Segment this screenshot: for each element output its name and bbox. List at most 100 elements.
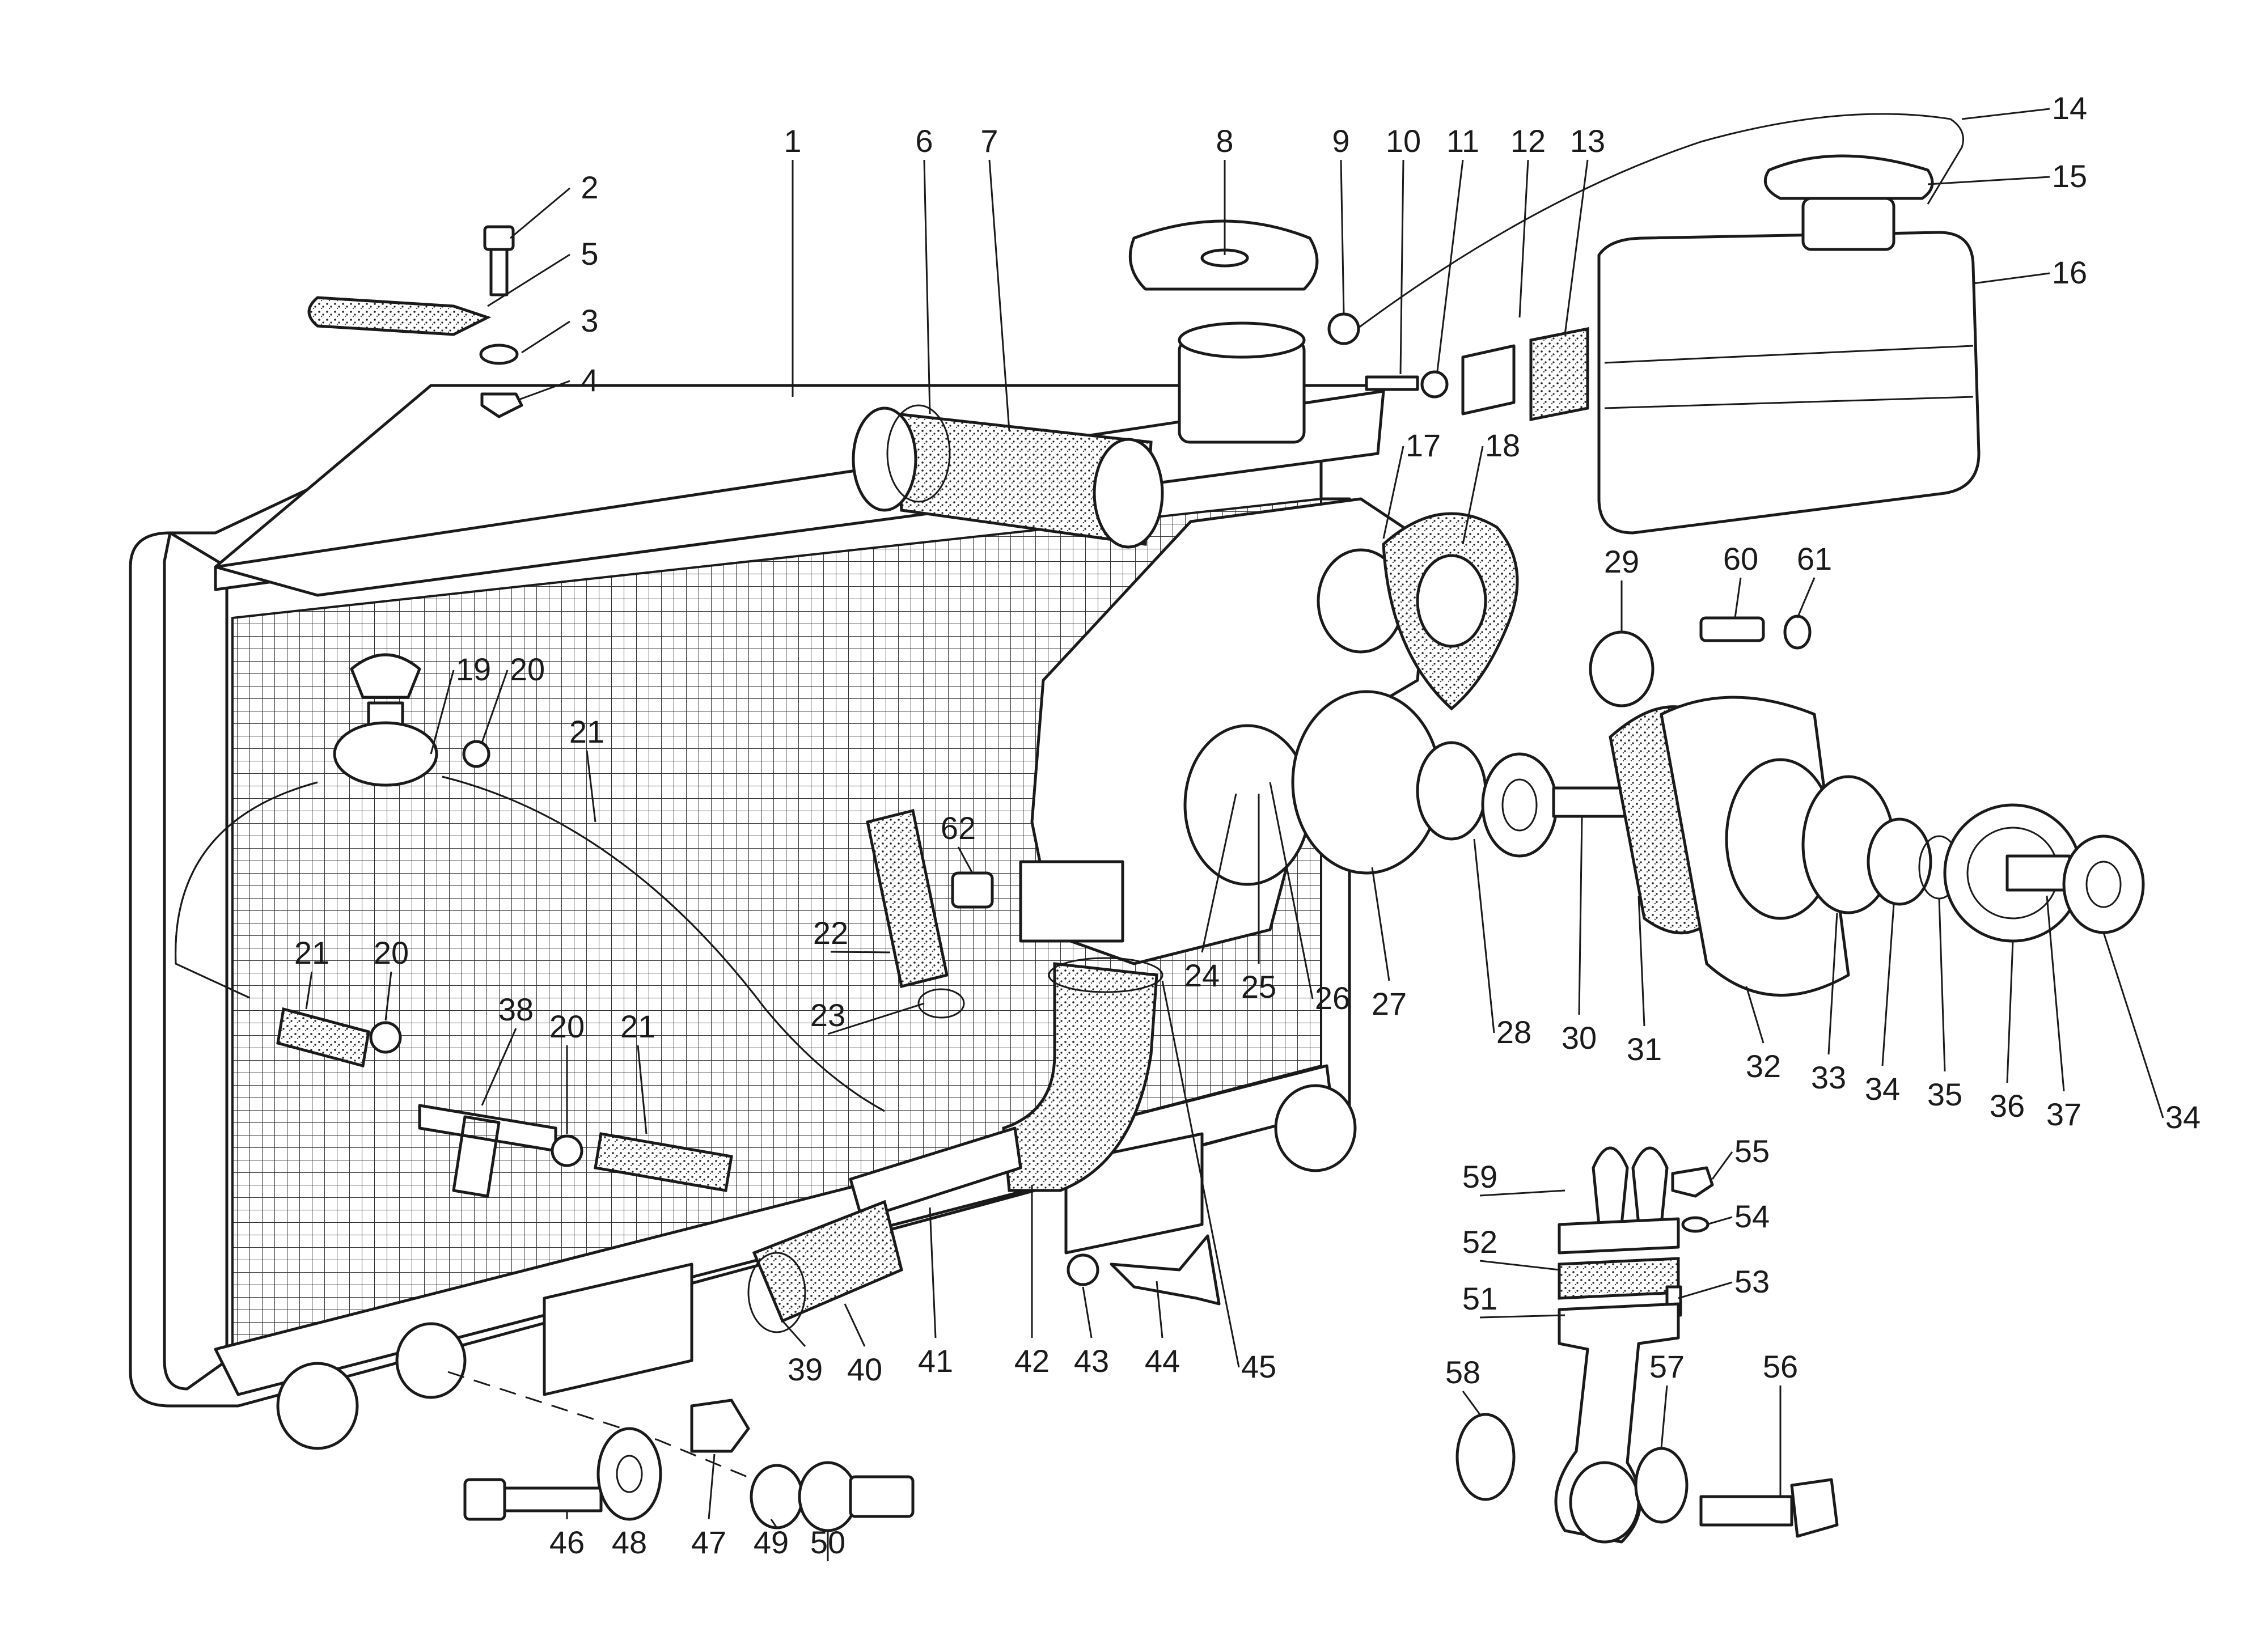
- callout-number: 33: [1811, 1060, 1846, 1095]
- callout-number: 49: [754, 1524, 789, 1560]
- callout-58: 58: [1445, 1354, 1481, 1415]
- clip-20-c: [462, 740, 490, 768]
- callout-number: 19: [456, 651, 491, 687]
- callout-number: 42: [1014, 1343, 1050, 1379]
- bearing-34-inner: [1867, 817, 1932, 906]
- callout-45: 45: [1161, 980, 1276, 1384]
- callout-number: 20: [510, 651, 545, 687]
- clip-20-b: [551, 1134, 583, 1167]
- bearing-28: [1416, 741, 1558, 858]
- callout-24: 24: [1184, 793, 1237, 993]
- callout-number: 22: [813, 915, 848, 951]
- callout-number: 44: [1145, 1343, 1180, 1379]
- leader-line-13: [1564, 159, 1589, 335]
- radiator-side-plate: [163, 531, 229, 1391]
- callout-50: 50: [810, 1524, 845, 1561]
- leader-line-20: [384, 971, 392, 1021]
- callout-number: 10: [1386, 123, 1421, 159]
- callout-18: 18: [1462, 427, 1520, 545]
- callout-number: 11: [1446, 123, 1479, 159]
- callout-20: 20: [549, 1009, 585, 1134]
- callout-number: 60: [1723, 541, 1758, 577]
- drain-tap-44: [1110, 1234, 1221, 1306]
- callout-25: 25: [1241, 794, 1276, 1005]
- callout-20: 20: [374, 935, 409, 1021]
- callout-34: 34: [2102, 932, 2201, 1135]
- callout-number: 41: [918, 1343, 953, 1379]
- callout-number: 45: [1241, 1349, 1276, 1384]
- strap-5: [307, 296, 492, 336]
- callout-number: 36: [1990, 1088, 2025, 1124]
- callout-61: 61: [1796, 541, 1832, 618]
- callout-36: 36: [1990, 940, 2025, 1124]
- callout-51: 51: [1462, 1281, 1565, 1319]
- switch-50: [798, 1461, 915, 1532]
- leader-line-10: [1399, 159, 1404, 375]
- callout-21: 21: [569, 714, 604, 823]
- leader-line-21: [305, 971, 313, 1010]
- drain-plug-left: [276, 1362, 359, 1450]
- washer-11: [1420, 370, 1449, 399]
- gasket-52: [1558, 1257, 1680, 1300]
- callout-number: 21: [569, 714, 604, 749]
- bearing-34-outer: [2062, 834, 2145, 934]
- outlet-elbow-51: [1554, 1302, 1680, 1544]
- callout-number: 51: [1462, 1281, 1497, 1316]
- leader-line-14: [1961, 108, 2050, 120]
- leader-line-33: [1827, 912, 1838, 1055]
- leader-line-49: [770, 1519, 778, 1528]
- callout-3: 3: [521, 303, 599, 354]
- leader-line-27: [1371, 867, 1390, 981]
- callout-number: 59: [1462, 1159, 1497, 1194]
- callout-21: 21: [620, 1009, 655, 1134]
- callout-10: 10: [1386, 123, 1421, 375]
- callout-39: 39: [781, 1320, 823, 1387]
- callout-7: 7: [980, 123, 1010, 431]
- callout-48: 48: [612, 1524, 647, 1560]
- bolt-2: [483, 225, 515, 296]
- callout-8: 8: [1216, 123, 1234, 255]
- clip-9: [1327, 312, 1360, 345]
- drain-plug-right: [1274, 1084, 1357, 1172]
- callout-53: 53: [1678, 1264, 1770, 1299]
- callout-number: 35: [1927, 1077, 1962, 1112]
- leader-line-21: [586, 750, 596, 823]
- leader-line-55: [1711, 1151, 1733, 1180]
- callout-57: 57: [1649, 1349, 1685, 1449]
- leader-line-18: [1462, 446, 1484, 545]
- callout-number: 58: [1445, 1354, 1480, 1390]
- banjo-bolt-56: [1699, 1478, 1839, 1538]
- callout-number: 20: [549, 1009, 585, 1044]
- flange-59: [1558, 1217, 1680, 1255]
- leader-line-9: [1340, 159, 1345, 315]
- leader-line-4: [518, 380, 570, 401]
- callout-29: 29: [1604, 544, 1639, 632]
- pad-13: [1529, 327, 1589, 422]
- shaft-30: [1552, 786, 1629, 818]
- callout-27: 27: [1371, 867, 1407, 1022]
- callout-number: 30: [1562, 1020, 1597, 1056]
- callout-60: 60: [1723, 541, 1758, 618]
- callout-number: 2: [581, 170, 598, 205]
- bracket-12: [1461, 344, 1516, 416]
- clamp-45: [1048, 957, 1163, 993]
- pipe-41: [849, 1126, 1022, 1221]
- callout-49: 49: [754, 1519, 789, 1560]
- clamp-6: [886, 404, 951, 503]
- leader-line-32: [1745, 986, 1765, 1044]
- callout-19: 19: [430, 651, 491, 755]
- callout-13: 13: [1564, 123, 1605, 335]
- callout-28: 28: [1473, 838, 1531, 1050]
- callout-number: 23: [810, 997, 845, 1033]
- tank-cap-15: [1763, 154, 1934, 251]
- leader-line-11: [1436, 159, 1464, 372]
- callout-30: 30: [1562, 816, 1597, 1056]
- hose-21-loop-fill: [175, 776, 885, 1112]
- leader-line-51: [1479, 1314, 1565, 1319]
- callout-12: 12: [1510, 123, 1546, 318]
- bolt-46: [463, 1478, 603, 1521]
- expansion-tank-16: [1597, 231, 1981, 535]
- callout-2: 2: [510, 170, 599, 239]
- callout-number: 26: [1315, 980, 1350, 1016]
